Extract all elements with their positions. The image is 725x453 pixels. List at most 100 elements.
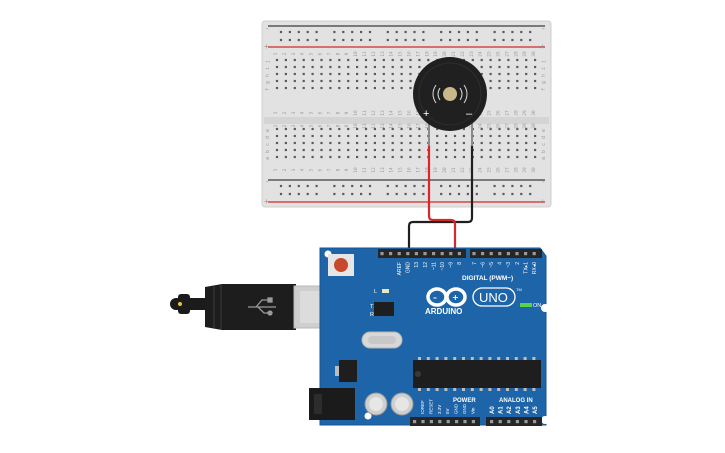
breadboard-hole[interactable] <box>516 58 519 62</box>
breadboard-hole[interactable] <box>400 79 403 83</box>
breadboard-hole[interactable] <box>284 155 287 159</box>
pin-socket[interactable] <box>463 420 467 424</box>
breadboard-hole[interactable] <box>382 155 385 159</box>
breadboard-hole[interactable] <box>338 127 341 131</box>
rail-hole[interactable] <box>529 184 532 188</box>
breadboard-hole[interactable] <box>275 72 279 76</box>
breadboard-hole[interactable] <box>453 141 457 145</box>
rail-hole[interactable] <box>351 30 354 34</box>
rail-hole[interactable] <box>279 30 283 34</box>
breadboard-hole[interactable] <box>356 65 359 69</box>
rail-hole[interactable] <box>502 38 505 42</box>
breadboard-hole[interactable] <box>418 134 421 138</box>
breadboard-hole[interactable] <box>507 155 510 159</box>
rail-hole[interactable] <box>342 184 345 188</box>
rail-hole[interactable] <box>457 192 461 196</box>
breadboard-hole[interactable] <box>373 134 376 138</box>
breadboard-hole[interactable] <box>436 134 439 138</box>
breadboard-hole[interactable] <box>480 58 483 62</box>
breadboard-hole[interactable] <box>436 141 439 145</box>
breadboard-hole[interactable] <box>347 72 350 76</box>
breadboard-hole[interactable] <box>284 148 287 152</box>
breadboard-hole[interactable] <box>400 86 403 90</box>
breadboard-hole[interactable] <box>293 79 296 83</box>
rail-hole[interactable] <box>315 192 318 196</box>
breadboard-hole[interactable] <box>418 58 421 62</box>
breadboard-hole[interactable] <box>525 141 528 145</box>
rail-hole[interactable] <box>449 38 452 42</box>
breadboard-hole[interactable] <box>275 134 279 138</box>
breadboard-hole[interactable] <box>507 134 510 138</box>
breadboard-hole[interactable] <box>302 134 305 138</box>
breadboard-hole[interactable] <box>311 65 314 69</box>
rail-hole[interactable] <box>386 184 389 188</box>
breadboard-hole[interactable] <box>534 127 537 131</box>
breadboard-hole[interactable] <box>525 134 528 138</box>
pin-socket[interactable] <box>457 252 461 256</box>
breadboard-hole[interactable] <box>445 155 448 159</box>
pin-socket[interactable] <box>413 420 417 424</box>
breadboard-hole[interactable] <box>284 134 287 138</box>
breadboard-hole[interactable] <box>382 79 385 83</box>
breadboard-hole[interactable] <box>418 127 421 131</box>
rail-hole[interactable] <box>440 192 443 196</box>
breadboard-hole[interactable] <box>347 65 350 69</box>
pin-socket[interactable] <box>515 252 519 256</box>
breadboard-hole[interactable] <box>311 141 314 145</box>
rail-hole[interactable] <box>297 38 300 42</box>
breadboard-hole[interactable] <box>284 58 287 62</box>
breadboard-hole[interactable] <box>400 65 403 69</box>
rail-hole[interactable] <box>279 192 283 196</box>
breadboard-hole[interactable] <box>409 148 412 152</box>
rail-hole[interactable] <box>288 30 291 34</box>
breadboard-hole[interactable] <box>498 79 501 83</box>
breadboard-hole[interactable] <box>284 65 287 69</box>
pin-socket[interactable] <box>389 252 393 256</box>
breadboard-hole[interactable] <box>382 72 385 76</box>
rail-hole[interactable] <box>368 38 372 42</box>
rail-hole[interactable] <box>422 192 425 196</box>
breadboard-hole[interactable] <box>534 86 537 90</box>
rail-hole[interactable] <box>351 38 354 42</box>
breadboard-hole[interactable] <box>400 134 403 138</box>
breadboard-hole[interactable] <box>525 148 528 152</box>
breadboard-hole[interactable] <box>427 58 430 62</box>
breadboard-hole[interactable] <box>329 86 332 90</box>
breadboard-hole[interactable] <box>391 72 394 76</box>
rail-hole[interactable] <box>315 30 318 34</box>
breadboard-hole[interactable] <box>302 155 305 159</box>
breadboard-hole[interactable] <box>462 141 465 145</box>
breadboard-hole[interactable] <box>400 127 403 131</box>
breadboard-hole[interactable] <box>338 58 341 62</box>
breadboard-hole[interactable] <box>498 155 501 159</box>
rail-hole[interactable] <box>395 184 398 188</box>
rail-hole[interactable] <box>342 30 345 34</box>
rail-hole[interactable] <box>306 30 309 34</box>
rail-hole[interactable] <box>360 30 363 34</box>
breadboard-hole[interactable] <box>275 148 279 152</box>
rail-hole[interactable] <box>404 30 407 34</box>
breadboard-hole[interactable] <box>436 155 439 159</box>
rail-hole[interactable] <box>440 38 443 42</box>
breadboard-hole[interactable] <box>489 86 492 90</box>
breadboard-hole[interactable] <box>525 155 528 159</box>
breadboard-hole[interactable] <box>507 79 510 83</box>
rail-hole[interactable] <box>422 184 425 188</box>
rail-hole[interactable] <box>342 192 345 196</box>
breadboard-hole[interactable] <box>284 127 287 131</box>
breadboard-hole[interactable] <box>293 134 296 138</box>
breadboard-hole[interactable] <box>364 155 368 159</box>
breadboard-hole[interactable] <box>373 65 376 69</box>
rail-hole[interactable] <box>502 184 505 188</box>
breadboard-hole[interactable] <box>507 58 510 62</box>
rail-hole[interactable] <box>413 30 416 34</box>
breadboard-hole[interactable] <box>364 72 368 76</box>
breadboard-hole[interactable] <box>391 65 394 69</box>
rail-hole[interactable] <box>288 184 291 188</box>
breadboard-hole[interactable] <box>302 127 305 131</box>
breadboard-hole[interactable] <box>489 58 492 62</box>
breadboard-hole[interactable] <box>480 155 483 159</box>
breadboard-hole[interactable] <box>338 134 341 138</box>
breadboard-hole[interactable] <box>373 79 376 83</box>
breadboard-hole[interactable] <box>516 148 519 152</box>
